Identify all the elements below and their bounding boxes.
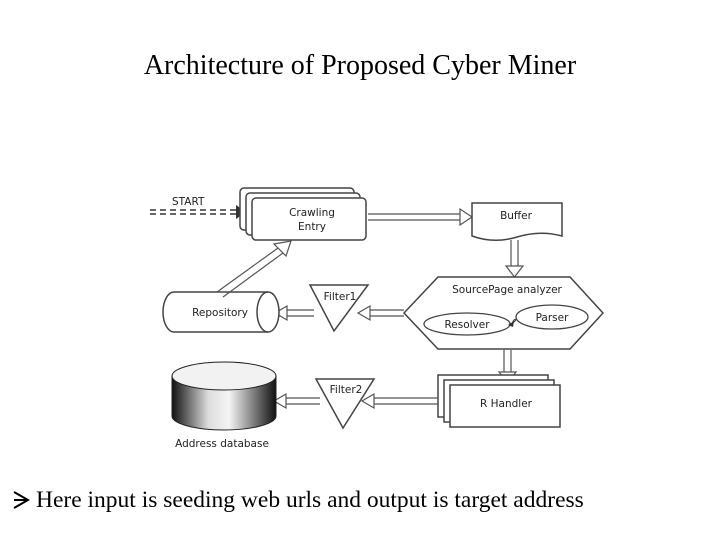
slide-title: Architecture of Proposed Cyber Miner: [143, 50, 577, 81]
buffer-label: Buffer: [500, 210, 533, 222]
arrow-filter2-to-database: [272, 392, 320, 410]
address-database-node: [171, 361, 277, 431]
arrow-analyzer-to-filter1: [356, 304, 404, 322]
sourcepage-analyzer-label: SourcePage analyzer: [452, 284, 562, 296]
arrow-rhandler-to-filter2: [360, 392, 438, 410]
repository-node: [162, 291, 280, 333]
arrow-buffer-to-analyzer: [504, 240, 525, 278]
arrow-crawling-to-buffer: [368, 207, 474, 227]
arrow-bullet-icon: [12, 487, 36, 514]
r-handler-node: [437, 374, 561, 428]
repository-label: Repository: [192, 307, 248, 319]
bullet-point: Here input is seeding web urls and outpu…: [12, 487, 712, 514]
filter1-label: Filter1: [324, 291, 357, 303]
resolver-label: Resolver: [444, 319, 490, 331]
r-handler-label: R Handler: [480, 398, 533, 410]
filter2-node: [314, 378, 376, 430]
arrow-filter1-to-repository: [273, 304, 314, 322]
arrow-parser-resolver: [508, 319, 517, 327]
parser-label: Parser: [536, 312, 570, 324]
crawling-entry-label-line1: Crawling: [289, 207, 335, 219]
bullet-text: Here input is seeding web urls and outpu…: [36, 487, 584, 513]
arrow-repository-to-crawling: [216, 240, 292, 298]
parser-node: [515, 304, 589, 330]
start-label: START: [172, 196, 205, 208]
address-database-label: Address database: [175, 438, 269, 450]
filter2-label: Filter2: [330, 384, 363, 396]
crawling-entry-label-line2: Entry: [298, 221, 326, 233]
buffer-node: [471, 202, 563, 241]
filter1-node: [308, 284, 370, 333]
crawling-entry-node: [239, 187, 367, 241]
